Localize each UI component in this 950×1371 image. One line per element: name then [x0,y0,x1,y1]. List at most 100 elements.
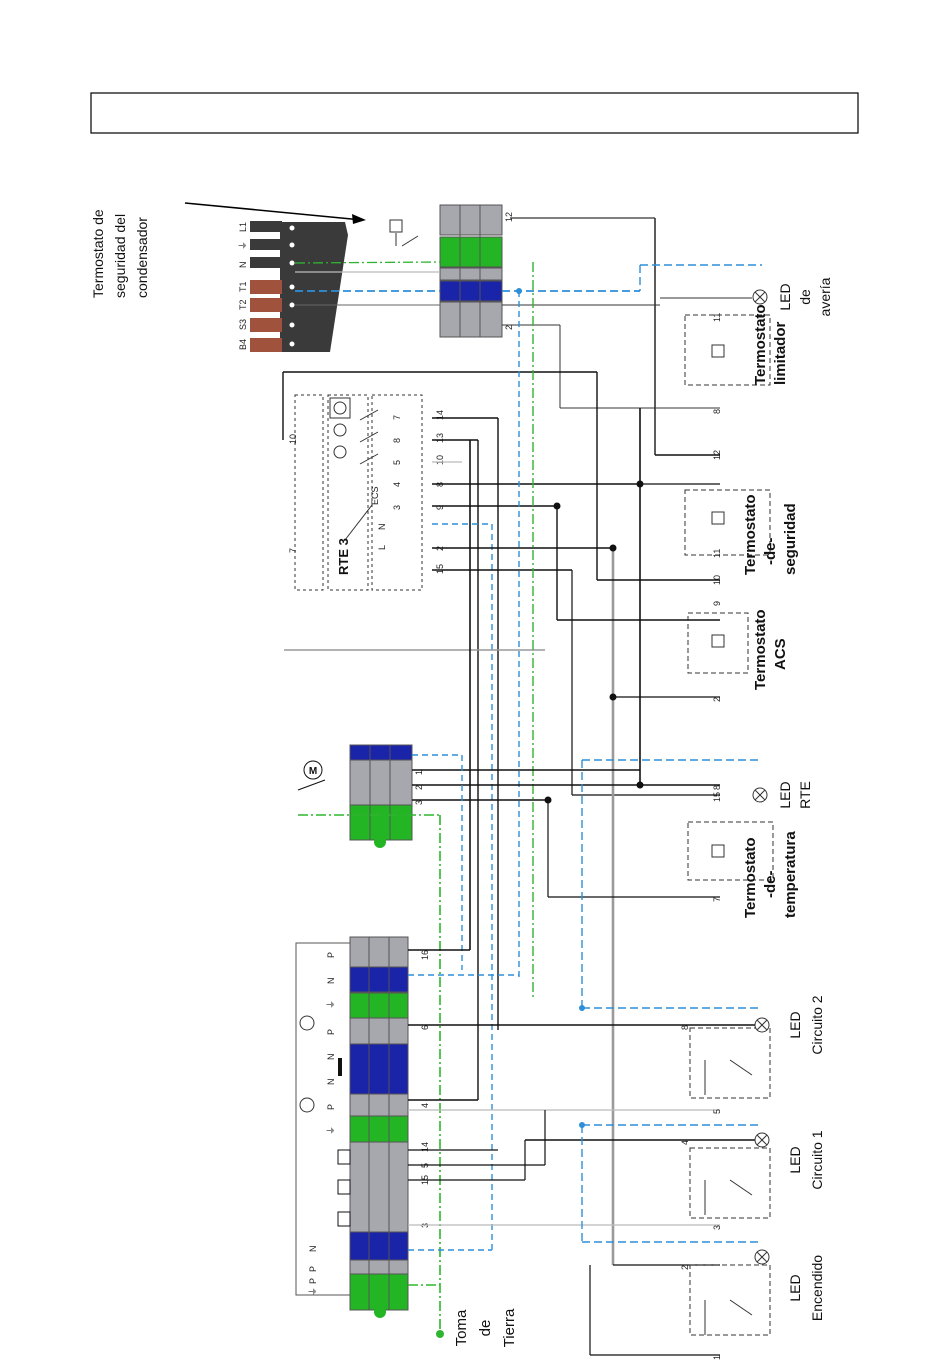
rte-terminals-top: 10 7 [288,434,298,553]
svg-text:2: 2 [414,785,424,790]
limitador-sensor [711,344,725,358]
bottom-terminal-block [295,936,409,1318]
temperatura-box [687,821,774,881]
svg-text:P: P [308,1278,318,1284]
rte3-label: RTE 3 [336,538,351,575]
rte-led-terminal-8: 8 [712,785,722,790]
svg-text:3: 3 [392,505,402,510]
junction-1 [636,480,644,488]
svg-text:N: N [238,262,248,269]
svg-text:9: 9 [435,505,445,510]
bottom-terminal-numbers: 16 6 4 14 5 15 3 [420,950,430,1228]
svg-text:10: 10 [288,434,298,444]
svg-text:N: N [377,524,387,531]
earth-dot [436,1330,444,1338]
motor-terminal-labels: 1 2 3 [414,770,424,805]
led-circuito2 [754,1017,770,1033]
limitador-terminal-11: 11 [712,313,722,322]
svg-text:T2: T2 [238,299,248,310]
svg-text:15: 15 [435,564,445,574]
svg-text:4: 4 [680,1140,690,1145]
title-box [90,92,859,134]
pointer-arrowhead [352,214,366,224]
connector-wires [294,217,762,455]
temperatura-terminal-7: 7 [712,897,722,902]
circuito2-box [689,1027,771,1099]
svg-text:T1: T1 [238,281,248,292]
top-terminal-12: 12 [504,212,514,222]
svg-text:2: 2 [680,1265,690,1270]
junction-3 [609,544,617,552]
svg-text:Termostato-de-seguridad: Termostato-de-seguridad [742,494,799,575]
svg-text:P: P [308,1266,318,1272]
condenser-thermostat-symbol [389,219,419,247]
limitador-terminal-8: 8 [712,409,722,414]
svg-text:P: P [326,952,336,958]
led-averia [752,289,768,305]
thermo-seguridad-label: Termostato-de-seguridad [742,494,799,575]
svg-text:M: M [309,766,317,777]
svg-text:Termostato-de-temperatura: Termostato-de-temperatura [742,831,799,918]
led-encendido [754,1249,770,1265]
temperatura-sensor [711,844,725,858]
svg-text:L: L [377,545,387,550]
circuit-terminal-labels: 8 5 4 3 2 1 [680,1025,722,1360]
acs-box [687,612,749,674]
seguridad-terminal-10: 10 [712,575,722,585]
svg-text:4: 4 [392,482,402,487]
connector-plug [250,221,348,352]
circuito1-box [689,1147,771,1219]
motor-wires [298,754,762,1330]
motor-symbol: M [297,760,326,791]
top-terminal-block [439,204,503,338]
connector-pin-labels: L1 ⏚ N T1 T2 S3 B4 [238,222,248,350]
rte-terminals-mid: 7 8 5 4 3 N L [377,415,402,550]
svg-text:N: N [326,1079,336,1086]
svg-text:⏚: ⏚ [326,1126,336,1135]
junction-2 [553,502,561,510]
seguridad-terminal-12: 12 [712,450,722,460]
led-circuito1 [754,1132,770,1148]
svg-text:3: 3 [712,1225,722,1230]
pointer-arrow [184,202,363,221]
acs-terminal-9: 9 [712,601,722,606]
svg-text:1: 1 [414,770,424,775]
limitador-box [684,314,771,386]
svg-text:7: 7 [288,548,298,553]
motor-terminal-block [349,744,413,848]
acs-terminal-2: 2 [712,697,722,702]
svg-text:P: P [326,1104,336,1110]
svg-text:S3: S3 [238,319,248,330]
svg-text:5: 5 [712,1109,722,1114]
blue-junction-3 [579,1122,585,1128]
top-terminal-2: 2 [504,325,514,330]
seguridad-box [684,489,771,556]
svg-text:B4: B4 [238,339,248,350]
svg-text:N: N [308,1246,318,1253]
svg-text:6: 6 [420,1025,430,1030]
rte3-module [294,394,423,591]
svg-text:8: 8 [392,438,402,443]
svg-text:L1: L1 [238,222,248,232]
svg-text:⏚: ⏚ [326,1000,336,1009]
svg-text:4: 4 [420,1103,430,1108]
svg-text:⏚: ⏚ [238,241,248,250]
encendido-box [689,1264,771,1336]
rte3-ecs-label: ECS [370,486,380,505]
acs-sensor [711,634,725,648]
